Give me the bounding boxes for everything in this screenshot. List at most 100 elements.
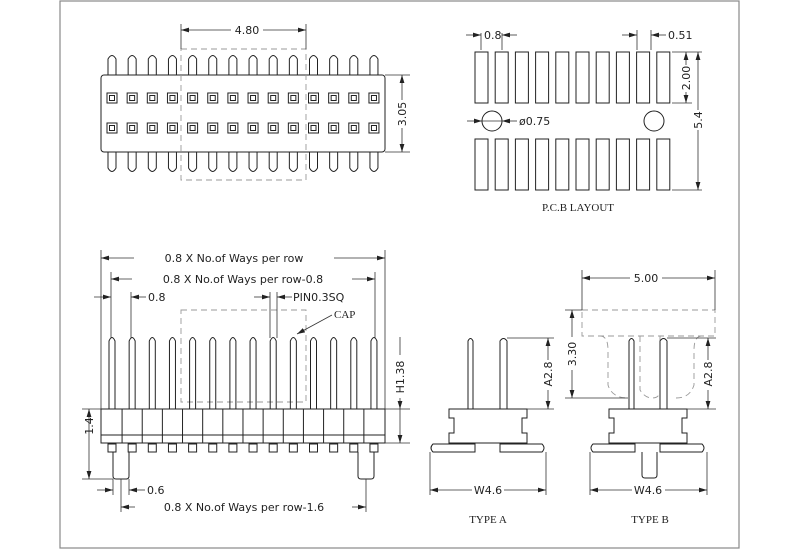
pcb-pad — [636, 51, 651, 104]
top-pin-lower — [188, 152, 198, 172]
top-contact-inner — [169, 95, 176, 101]
top-contact-square — [328, 122, 340, 134]
type-a-body — [448, 408, 528, 444]
pcb-pad — [656, 138, 671, 191]
top-pin-upper — [369, 55, 379, 75]
type-a-feet — [430, 443, 545, 453]
top-pin-lower — [107, 152, 117, 172]
dim-hole: ø0.75 — [519, 115, 550, 128]
top-pin-lower — [228, 152, 238, 172]
top-contact-inner — [290, 95, 297, 101]
top-contact-square — [267, 92, 279, 104]
top-contact-inner — [350, 125, 357, 131]
side-pin-tail — [268, 443, 278, 453]
side-pin — [330, 337, 338, 409]
top-contact-inner — [250, 125, 257, 131]
pcb-pad — [535, 51, 550, 104]
top-contact-square — [247, 92, 259, 104]
cap-label: CAP — [334, 309, 355, 321]
side-pin — [229, 337, 237, 409]
top-contact-square — [166, 92, 178, 104]
top-contact-inner — [330, 125, 337, 131]
top-contact-square — [187, 92, 199, 104]
top-contact-square — [106, 92, 118, 104]
type-b-cap-outline — [581, 309, 716, 399]
top-pin-upper — [188, 55, 198, 75]
top-contact-square — [146, 92, 158, 104]
top-pin-upper — [309, 55, 318, 75]
side-pin-tail — [309, 443, 318, 453]
top-cap-outline — [180, 48, 307, 181]
side-pin — [249, 337, 257, 409]
top-pin-upper — [349, 55, 359, 75]
top-contact-square — [308, 92, 319, 104]
top-pin-upper — [107, 55, 117, 75]
side-pin-tail — [147, 443, 157, 453]
top-contact-inner — [330, 95, 337, 101]
top-contact-square — [187, 122, 199, 134]
side-pin-tail — [107, 443, 117, 453]
top-contact-inner — [129, 95, 136, 101]
type-b-dim-pin: A2.8 — [702, 361, 715, 386]
top-pin-lower — [147, 152, 157, 172]
top-contact-inner — [109, 95, 115, 101]
side-cap-outline — [180, 309, 307, 403]
top-contact-inner — [310, 125, 317, 131]
top-pin-upper — [147, 55, 157, 75]
pcb-pad — [514, 51, 529, 104]
type-a-label: TYPE A — [469, 514, 507, 526]
top-contact-square — [308, 122, 319, 134]
pcb-pad — [535, 138, 550, 191]
side-pin — [350, 337, 358, 409]
dim-side-pitch: 0.8 — [148, 291, 166, 304]
locating-post — [112, 452, 130, 480]
top-contact-square — [287, 122, 299, 134]
pcb-pad — [555, 138, 570, 191]
dim-pin-size: PIN0.3SQ — [293, 291, 345, 304]
top-contact-inner — [350, 95, 357, 101]
side-pin — [148, 337, 156, 409]
top-pin-lower — [167, 152, 177, 172]
top-contact-inner — [270, 95, 277, 101]
type-b-body — [608, 408, 688, 444]
side-pin-tail — [329, 443, 339, 453]
top-view: 4.80 3.05 — [100, 24, 410, 181]
dim-0-6: 0.6 — [147, 484, 165, 497]
dim-pad-length: 2.00 — [680, 66, 693, 91]
top-contact-square — [207, 92, 219, 104]
dim-pad-width: 0.51 — [668, 29, 693, 42]
top-pin-lower — [268, 152, 278, 172]
side-pin-tail — [248, 443, 258, 453]
top-body — [100, 74, 386, 153]
side-pin-tail — [127, 443, 137, 453]
top-contact-inner — [370, 95, 377, 101]
type-b-center-post — [641, 452, 658, 479]
top-pin-lower — [349, 152, 359, 172]
top-pin-upper — [127, 55, 137, 75]
top-contact-inner — [149, 125, 156, 131]
top-pin-upper — [167, 55, 177, 75]
type-b-dim-width: W4.6 — [634, 484, 662, 497]
top-contact-inner — [209, 125, 216, 131]
side-pin — [209, 337, 217, 409]
pcb-pad — [615, 138, 630, 191]
top-pin-lower — [208, 152, 218, 172]
type-a-pins — [467, 338, 508, 409]
top-contact-inner — [109, 125, 115, 131]
type-b-dim-cap-height: 3.30 — [566, 342, 579, 367]
top-contact-inner — [189, 125, 196, 131]
top-contact-square — [247, 122, 259, 134]
top-contact-square — [166, 122, 178, 134]
top-pin-lower — [248, 152, 258, 172]
top-contact-square — [106, 122, 118, 134]
top-contact-square — [287, 92, 299, 104]
top-contact-inner — [129, 125, 136, 131]
side-pin-tail — [369, 443, 379, 453]
side-pin-tail — [208, 443, 218, 453]
pcb-pad — [595, 51, 610, 104]
top-contact-square — [348, 92, 360, 104]
top-contact-inner — [169, 125, 176, 131]
pcb-pad — [575, 51, 590, 104]
top-pin-lower — [127, 152, 137, 172]
top-pin-upper — [268, 55, 278, 75]
